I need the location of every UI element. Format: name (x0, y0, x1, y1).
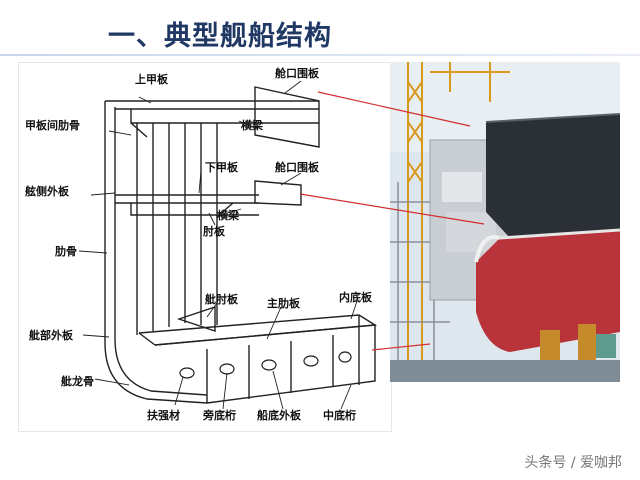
label-bilge-bracket: 舭肘板 (205, 293, 238, 306)
label-inner-bottom: 内底板 (339, 291, 372, 304)
label-side-girder: 旁底桁 (203, 409, 236, 422)
title-rule (0, 54, 640, 56)
lightening-hole (303, 355, 319, 367)
label-deck-frame: 甲板间肋骨 (25, 119, 80, 132)
hull-dark-block (486, 114, 620, 238)
side-shell-inner (114, 107, 208, 396)
label-side-shell: 舷侧外板 (25, 185, 69, 198)
hatch-coaming-top-shape (254, 86, 320, 148)
label-deck-beam-mid: 横梁 (217, 209, 239, 222)
support-block (578, 324, 596, 360)
lower-deck-line (115, 194, 259, 204)
label-bilge-shell: 舭部外板 (29, 329, 73, 342)
side-shell-line (104, 101, 208, 404)
label-deck-beam-top: 横梁 (241, 119, 263, 132)
label-hatch-coaming-top: 舱口围板 (275, 67, 319, 80)
lightening-hole (179, 367, 195, 379)
label-keel: 舭龙骨 (61, 375, 94, 388)
hull-red-section (476, 230, 620, 352)
structure-drawing (78, 80, 378, 410)
label-bracket: 肘板 (203, 225, 225, 238)
lightening-hole (219, 363, 235, 375)
label-hatch-coaming-mid: 舱口围板 (275, 161, 319, 174)
label-frame: 肋骨 (55, 245, 77, 258)
watermark: 头条号 / 爱咖邦 (524, 455, 622, 471)
bilge-bracket-shape (176, 306, 216, 332)
slide-title: 一、典型舰船结构 (108, 21, 332, 52)
hatch-coaming-mid-shape (254, 180, 302, 206)
support-block (540, 330, 560, 360)
shipyard-photo (390, 62, 620, 382)
label-lower-deck: 下甲板 (205, 161, 238, 174)
label-bottom-shell: 船底外板 (257, 409, 301, 422)
structure-diagram: 上甲板 舱口围板 甲板间肋骨 横梁 下甲板 舱口围板 舷侧外板 横梁 肘板 肋骨… (18, 62, 392, 432)
label-main-floor: 主肋板 (267, 297, 300, 310)
upper-deck-line (105, 100, 319, 110)
label-center-girder: 中底桁 (323, 409, 356, 422)
label-upper-deck: 上甲板 (135, 73, 168, 86)
lightening-hole (261, 359, 277, 371)
inner-bottom-line (138, 314, 378, 346)
lightening-hole (338, 351, 352, 363)
label-stiffener: 扶强材 (147, 409, 180, 422)
bracket-top (130, 122, 234, 216)
